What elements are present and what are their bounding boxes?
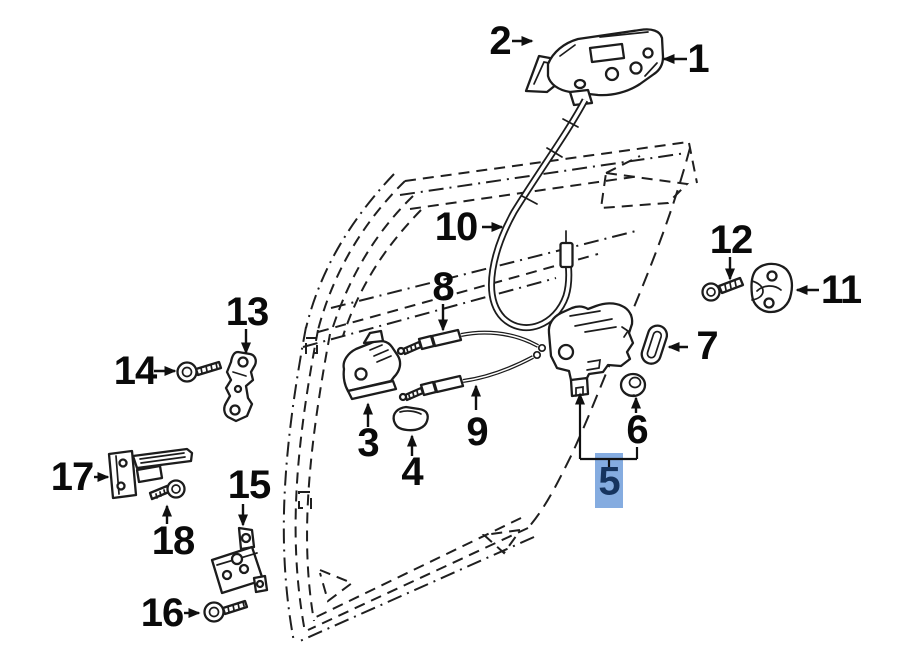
part-1-inside-handle-assembly <box>546 28 665 107</box>
callout-11[interactable]: 11 <box>820 268 862 312</box>
callout-18[interactable]: 18 <box>151 519 195 563</box>
callout-5[interactable]: 5 <box>598 459 620 503</box>
callout-10[interactable]: 10 <box>434 205 478 249</box>
callout-4[interactable]: 4 <box>401 450 423 494</box>
callout-5-bracket <box>575 392 639 468</box>
part-14-upper-hinge-bolt <box>176 360 223 383</box>
callout-13[interactable]: 13 <box>225 290 269 334</box>
part-18-door-check-bolt <box>148 479 186 501</box>
part-16-lower-hinge-bolt <box>203 599 249 623</box>
callout-14[interactable]: 14 <box>113 349 157 393</box>
part-17-door-check <box>107 447 194 500</box>
part-5-door-lock-actuator <box>547 302 635 398</box>
door-panel-dashed-outline <box>282 141 698 643</box>
part-13-upper-hinge <box>223 350 257 423</box>
callout-arrows <box>94 36 819 618</box>
callout-6[interactable]: 6 <box>626 408 648 452</box>
part-3-inside-handle-base <box>342 329 402 401</box>
callout-16[interactable]: 16 <box>140 591 184 635</box>
part-15-lower-hinge <box>210 526 269 595</box>
part-8-lock-control-cable <box>396 328 547 356</box>
callout-17[interactable]: 17 <box>50 455 94 499</box>
part-12-striker-screw <box>701 276 745 302</box>
callout-7[interactable]: 7 <box>696 324 718 368</box>
callout-15[interactable]: 15 <box>227 463 271 507</box>
callout-8[interactable]: 8 <box>432 265 454 309</box>
part-11-striker-plate <box>750 262 794 314</box>
callout-3[interactable]: 3 <box>357 421 379 465</box>
part-9-handle-release-cable <box>398 350 542 402</box>
part-10-door-lock-cable <box>488 98 589 332</box>
part-6-grommet <box>619 372 647 398</box>
callout-1[interactable]: 1 <box>687 37 709 81</box>
callout-2[interactable]: 2 <box>489 19 511 63</box>
part-4-handle-cover <box>392 405 429 432</box>
callout-12[interactable]: 12 <box>709 218 753 262</box>
callout-9[interactable]: 9 <box>466 410 488 454</box>
part-7-oval-seal <box>640 324 669 365</box>
